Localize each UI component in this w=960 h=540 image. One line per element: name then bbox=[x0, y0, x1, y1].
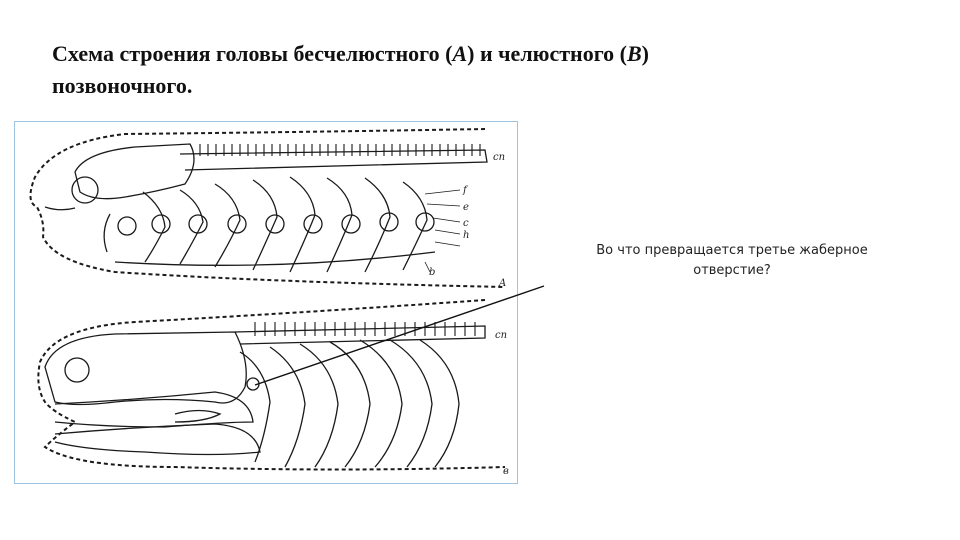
mouth-a bbox=[45, 207, 75, 210]
label-h: h bbox=[463, 230, 469, 241]
label-b-figure: в bbox=[503, 466, 509, 477]
jawless-head-diagram bbox=[30, 129, 505, 287]
eye-a bbox=[72, 177, 98, 203]
cranium-a bbox=[75, 144, 194, 199]
diagram-drawing: сп f e c h b A сп в bbox=[15, 122, 517, 483]
label-e: e bbox=[463, 202, 469, 213]
ventral-bar-a bbox=[115, 252, 435, 265]
label-leaders-a bbox=[425, 190, 460, 272]
label-notochord-b: сп bbox=[495, 330, 507, 341]
eye-b bbox=[65, 358, 89, 382]
gill-arches-b bbox=[240, 340, 459, 467]
notochord-a bbox=[180, 150, 487, 170]
label-a: A bbox=[498, 278, 506, 289]
label-c: c bbox=[463, 218, 469, 229]
cranium-b bbox=[45, 332, 246, 405]
label-f: f bbox=[462, 185, 469, 196]
upper-jaw bbox=[55, 392, 253, 427]
head-structure-figure: сп f e c h b A сп в bbox=[14, 121, 518, 484]
vertebrae-b bbox=[255, 322, 475, 336]
spiracle bbox=[247, 378, 259, 390]
jawed-head-diagram bbox=[38, 300, 505, 470]
question-text: Во что превращается третье жаберное отве… bbox=[572, 241, 892, 281]
slide-title: Схема строения головы бесчелюстного (A) … bbox=[52, 38, 872, 102]
hyoid-arch bbox=[175, 411, 220, 423]
notochord-b bbox=[235, 326, 485, 344]
label-notochord-a: сп bbox=[493, 152, 505, 163]
figure-labels: сп f e c h b A сп в bbox=[429, 152, 509, 477]
lower-jaw bbox=[55, 424, 260, 455]
label-b: b bbox=[429, 267, 435, 278]
